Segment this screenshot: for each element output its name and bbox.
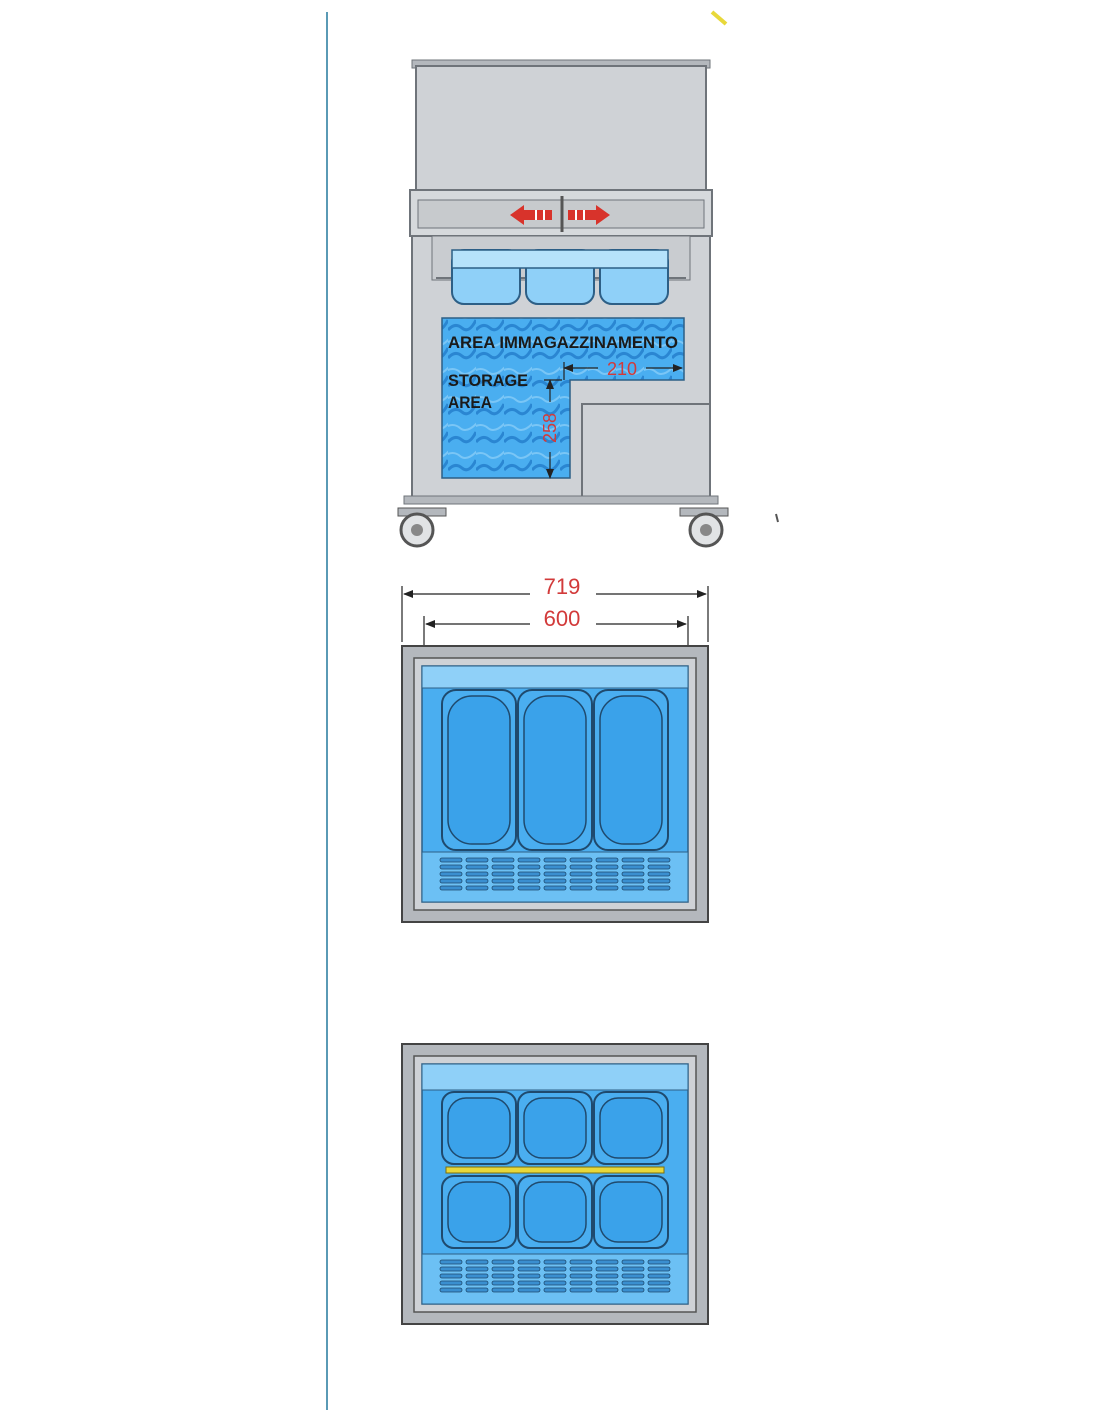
display-hood bbox=[415, 65, 707, 191]
gn-pans-side bbox=[451, 249, 669, 305]
top-view-three-pans: 719 600 bbox=[401, 574, 709, 923]
compressor-compartment bbox=[581, 403, 711, 499]
dimension-719: 719 bbox=[544, 574, 581, 599]
ventilation-grille-1 bbox=[439, 857, 671, 891]
gn-pans-top-2 bbox=[441, 1091, 669, 1249]
gn-pans-top-1 bbox=[441, 689, 669, 851]
ventilation-grille-2 bbox=[439, 1259, 671, 1293]
storage-area bbox=[441, 317, 685, 479]
pan-divider-bar bbox=[445, 1166, 665, 1174]
edge-tick bbox=[775, 513, 779, 523]
dimension-600: 600 bbox=[544, 606, 581, 631]
top-view-six-pans bbox=[401, 1043, 709, 1325]
storage-label-en-1: STORAGE bbox=[448, 371, 528, 390]
caster-wheel-right-icon bbox=[679, 507, 729, 548]
caster-wheel-left-icon bbox=[397, 507, 447, 548]
storage-label-it: AREA IMMAGAZZINAMENTO bbox=[448, 333, 678, 352]
slide-arrows-icon bbox=[510, 205, 610, 225]
storage-label-en-2: AREA bbox=[448, 393, 492, 412]
side-view: AREA IMMAGAZZINAMENTO STORAGE AREA 210 2… bbox=[397, 59, 729, 548]
base-rail bbox=[403, 495, 719, 505]
dimension-258: 258 bbox=[540, 413, 560, 443]
dimension-210: 210 bbox=[607, 359, 637, 379]
yellow-corner-mark bbox=[710, 10, 728, 26]
